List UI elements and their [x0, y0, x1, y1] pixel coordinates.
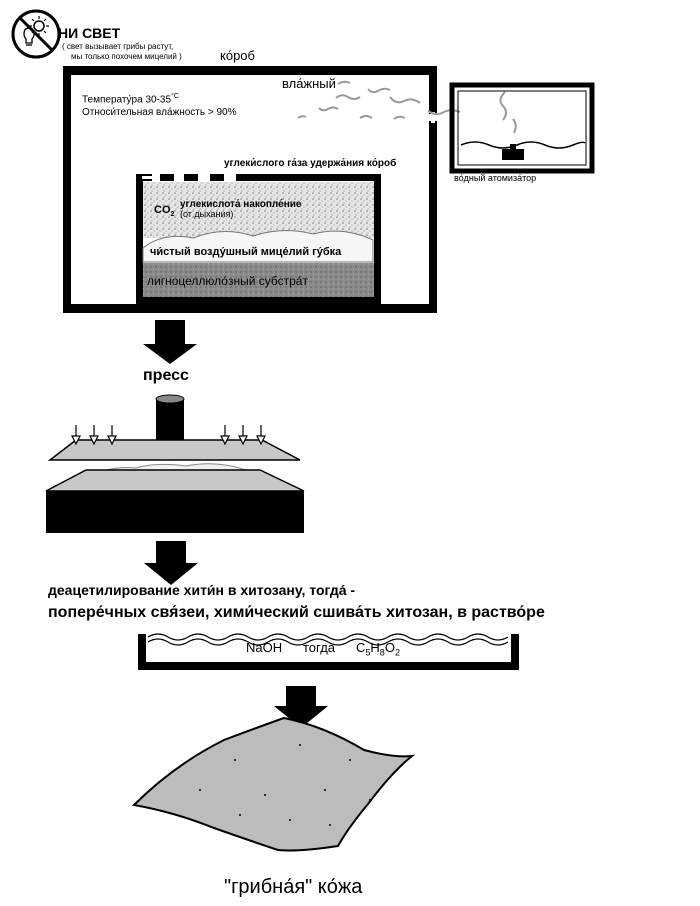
press-apparatus [45, 394, 305, 533]
co2-hold-label: углеки́слого га́за удержа́ния ко́роб [224, 158, 397, 169]
water-atomizer [449, 82, 595, 174]
substrate-label: лигноцеллюло́зный субстра́т [147, 274, 308, 288]
down-arrow-icon [274, 686, 328, 728]
co2-zone [143, 182, 374, 238]
no-light-note-line2: мы только похочем мицелий ) [71, 52, 182, 61]
bath-then: тогда [303, 640, 336, 655]
grow-chamber [63, 66, 437, 313]
co2-accum-note: (от дыхания) [180, 209, 234, 219]
humidity-label: Относи́тельная вла́жность > 90% [82, 107, 237, 118]
mycelium-label: чи́стый возду́шный мице́лий гу́бка [150, 246, 342, 258]
no-light-bulb-icon [11, 9, 61, 59]
no-light-note-line1: ( свет вызывает грибы растут, [62, 42, 174, 51]
no-light-title: НИ СВЕТ [58, 25, 121, 41]
down-arrow-icon [143, 320, 197, 364]
mycelium-leather-sheet [131, 716, 416, 852]
co2-accum-label: углекислота́ накопле́ние [180, 199, 302, 210]
atomizer-label: во́дный атомиза́тор [454, 173, 537, 183]
temperature-label: Температу́ра 30-35°C [82, 93, 179, 106]
inner-container [136, 174, 381, 304]
mycelium-sponge [142, 230, 374, 263]
substrate-layer [143, 263, 374, 297]
down-arrow-icon [144, 541, 198, 585]
bath-formula: C5H8O2 [356, 640, 400, 658]
bath-naoh: NaOH [246, 640, 283, 655]
press-label: пресс [143, 367, 189, 384]
chemistry-line2: попере́чных свя́зеи, хими́ческий сшива́т… [48, 604, 545, 621]
chemistry-line1: деацетилирование хити́н в хитозану, тогд… [48, 582, 356, 598]
chemical-bath [138, 633, 519, 670]
box-label: ко́роб [220, 48, 255, 63]
result-label: "грибна́я" ко́жа [224, 876, 363, 898]
co2-symbol: CO2 [154, 204, 175, 219]
humid-label: вла́жный [282, 76, 336, 91]
